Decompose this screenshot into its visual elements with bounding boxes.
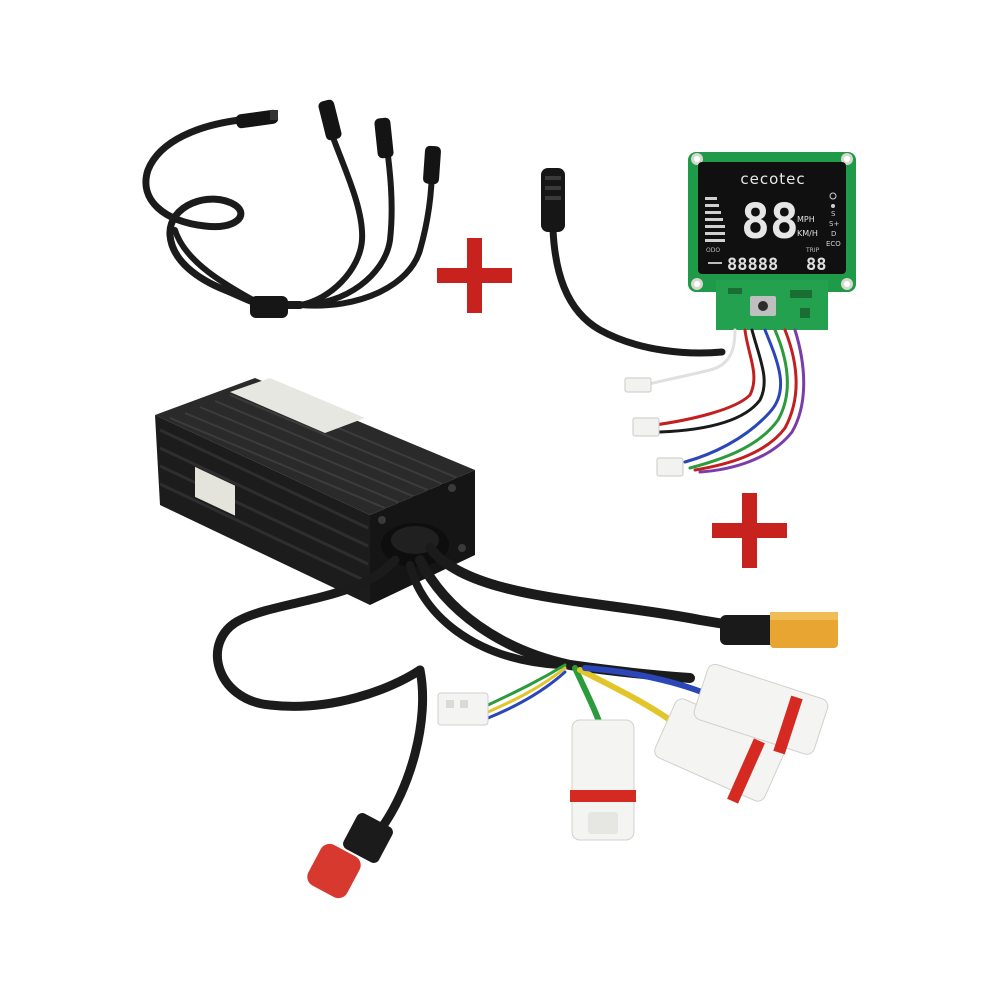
hall-sensor-connector — [437, 692, 489, 726]
splitter-connectors — [235, 99, 441, 318]
phase-connector-2 — [654, 698, 786, 804]
trip-digits: 88 — [806, 255, 826, 275]
headlight-icon — [829, 192, 837, 200]
plus-sign-right — [712, 493, 787, 568]
phase-connector-3 — [693, 663, 829, 755]
lcd-display-panel: cecotec 88 MPH KM/H S S+ D ECO ODO TRIP … — [688, 152, 856, 330]
mode-eco: ECO — [826, 240, 841, 248]
indicator-dot-icon — [831, 204, 835, 208]
mode-s: S — [831, 210, 836, 218]
display-waterproof-plug — [307, 813, 393, 899]
plus-sign-top — [437, 238, 512, 313]
odo-label: ODO — [706, 247, 720, 254]
brand-logo: cecotec — [740, 170, 805, 188]
unit-kmh: KM/H — [797, 229, 818, 238]
display-cable-connector — [541, 168, 565, 232]
trip-label: TRIP — [805, 247, 820, 254]
mode-d: D — [831, 230, 836, 238]
phase-connector-1 — [570, 719, 636, 841]
speed-digits: 88 — [741, 194, 799, 250]
display-wire-bundle — [643, 328, 806, 474]
battery-level-bars — [705, 197, 725, 242]
display-jst-connectors — [624, 377, 684, 477]
unit-mph: MPH — [797, 215, 815, 224]
mode-s-plus: S+ — [829, 220, 839, 228]
controller-cables — [212, 543, 770, 835]
odo-digits: 88888 — [727, 255, 778, 275]
xt60-power-connector — [720, 612, 838, 648]
mode-indicators: S S+ D ECO — [826, 192, 841, 248]
display-cable — [549, 226, 726, 357]
